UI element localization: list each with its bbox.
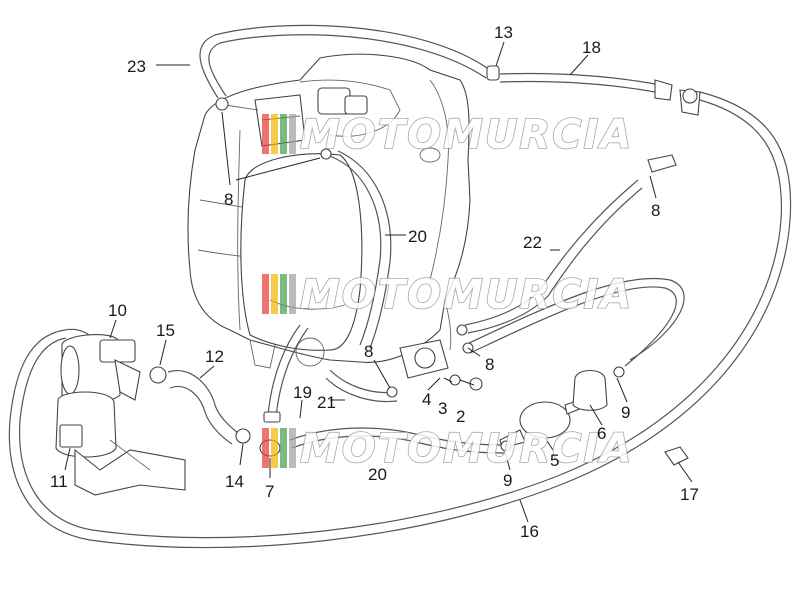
callout-14: 14 (225, 472, 244, 491)
watermark-logo-text: MOTOMURCIA (300, 426, 633, 472)
callout-12: 12 (205, 347, 224, 366)
callout-16: 16 (520, 522, 539, 541)
watermark-stripe (280, 274, 287, 314)
hoses (8, 24, 792, 549)
callout-20: 20 (368, 465, 387, 484)
callout-17: 17 (680, 485, 699, 504)
callout-23: 23 (127, 57, 146, 76)
watermark-stripe (289, 274, 296, 314)
reservoir (240, 153, 363, 367)
callout-4: 4 (422, 390, 431, 409)
callout-3: 3 (438, 399, 447, 418)
callout-2: 2 (456, 407, 465, 426)
watermark-stripe (271, 114, 278, 154)
callout-6: 6 (597, 424, 606, 443)
callout-13: 13 (494, 23, 513, 42)
watermark-stripe (271, 428, 278, 468)
watermark-stripe (289, 114, 296, 154)
leader-lines (64, 41, 693, 523)
callout-5: 5 (550, 451, 559, 470)
callout-19: 19 (293, 383, 312, 402)
callout-8: 8 (224, 190, 233, 209)
watermark-top: MOTOMURCIA (262, 111, 633, 159)
callout-11: 11 (50, 472, 68, 491)
callout-labels: 23 13 18 8 8 20 22 10 15 12 8 8 19 21 4 … (50, 23, 699, 541)
callout-20: 20 (408, 227, 427, 246)
watermark-stripe (289, 428, 296, 468)
watermark-stripe (280, 428, 287, 468)
watermark-logo-text: MOTOMURCIA (300, 112, 633, 158)
callout-7: 7 (265, 482, 274, 501)
callout-21: 21 (317, 393, 336, 412)
watermark-stripe (262, 274, 269, 314)
callout-8: 8 (485, 355, 494, 374)
callout-10: 10 (108, 301, 127, 320)
watermark-stripe (280, 114, 287, 154)
callout-22: 22 (523, 233, 542, 252)
watermark-middle: MOTOMURCIA (262, 271, 633, 319)
callout-15: 15 (156, 321, 175, 340)
callout-18: 18 (582, 38, 601, 57)
watermark-stripe (262, 428, 269, 468)
watermark-stripe (271, 274, 278, 314)
watermark-stripe (262, 114, 269, 154)
watermark-logo-text: MOTOMURCIA (300, 272, 633, 318)
watermark-bottom: MOTOMURCIA (262, 425, 633, 473)
callout-9: 9 (621, 403, 630, 422)
callout-8: 8 (651, 201, 660, 220)
callout-9: 9 (503, 471, 512, 490)
callout-8: 8 (364, 342, 373, 361)
